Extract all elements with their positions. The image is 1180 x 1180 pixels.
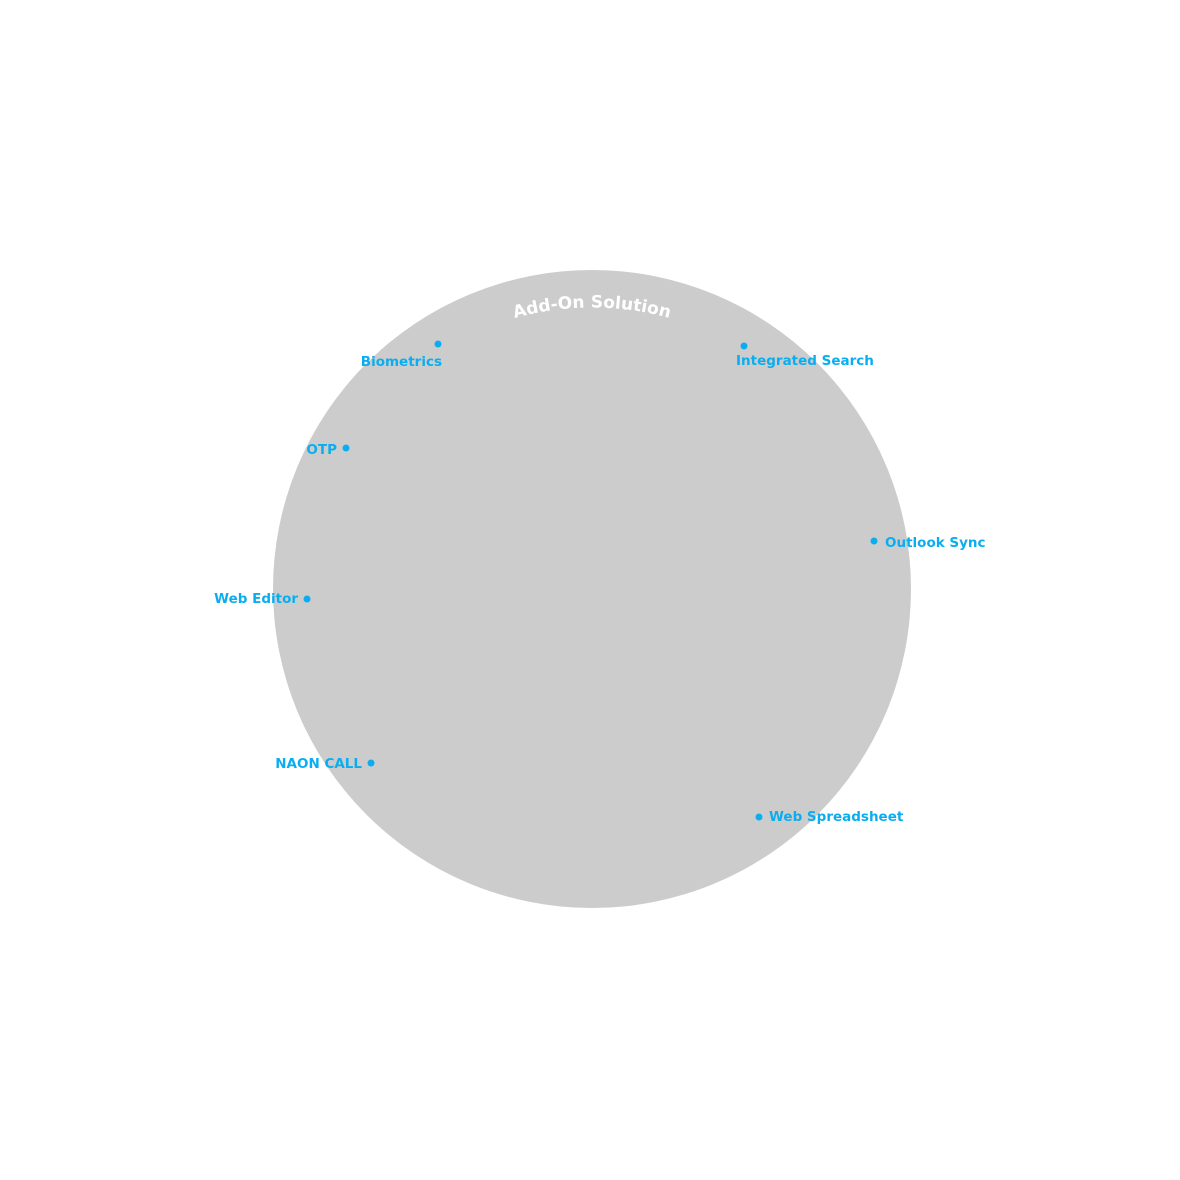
item-label: Biometrics xyxy=(361,354,442,370)
item-label: Integrated Search xyxy=(736,353,874,369)
item-dot xyxy=(434,340,442,348)
item-biometrics[interactable]: Biometrics xyxy=(361,340,442,371)
item-label: Outlook Sync xyxy=(885,535,986,551)
item-dot xyxy=(367,759,375,767)
solution-circle xyxy=(273,270,911,908)
item-dot xyxy=(870,537,878,545)
item-web-spreadsheet[interactable]: Web Spreadsheet xyxy=(755,809,904,825)
item-label: NAON CALL xyxy=(275,756,362,772)
item-dot xyxy=(740,342,748,350)
item-outlook-sync[interactable]: Outlook Sync xyxy=(870,535,986,551)
item-otp[interactable]: OTP xyxy=(306,442,350,458)
item-dot xyxy=(303,595,311,603)
item-dot xyxy=(755,813,763,821)
item-integrated-search[interactable]: Integrated Search xyxy=(736,342,874,370)
item-dot xyxy=(342,444,350,452)
item-label: Web Spreadsheet xyxy=(769,809,904,825)
item-label: OTP xyxy=(306,442,337,458)
item-label: Web Editor xyxy=(214,591,298,607)
item-naon-call[interactable]: NAON CALL xyxy=(275,756,375,772)
item-web-editor[interactable]: Web Editor xyxy=(214,591,311,607)
